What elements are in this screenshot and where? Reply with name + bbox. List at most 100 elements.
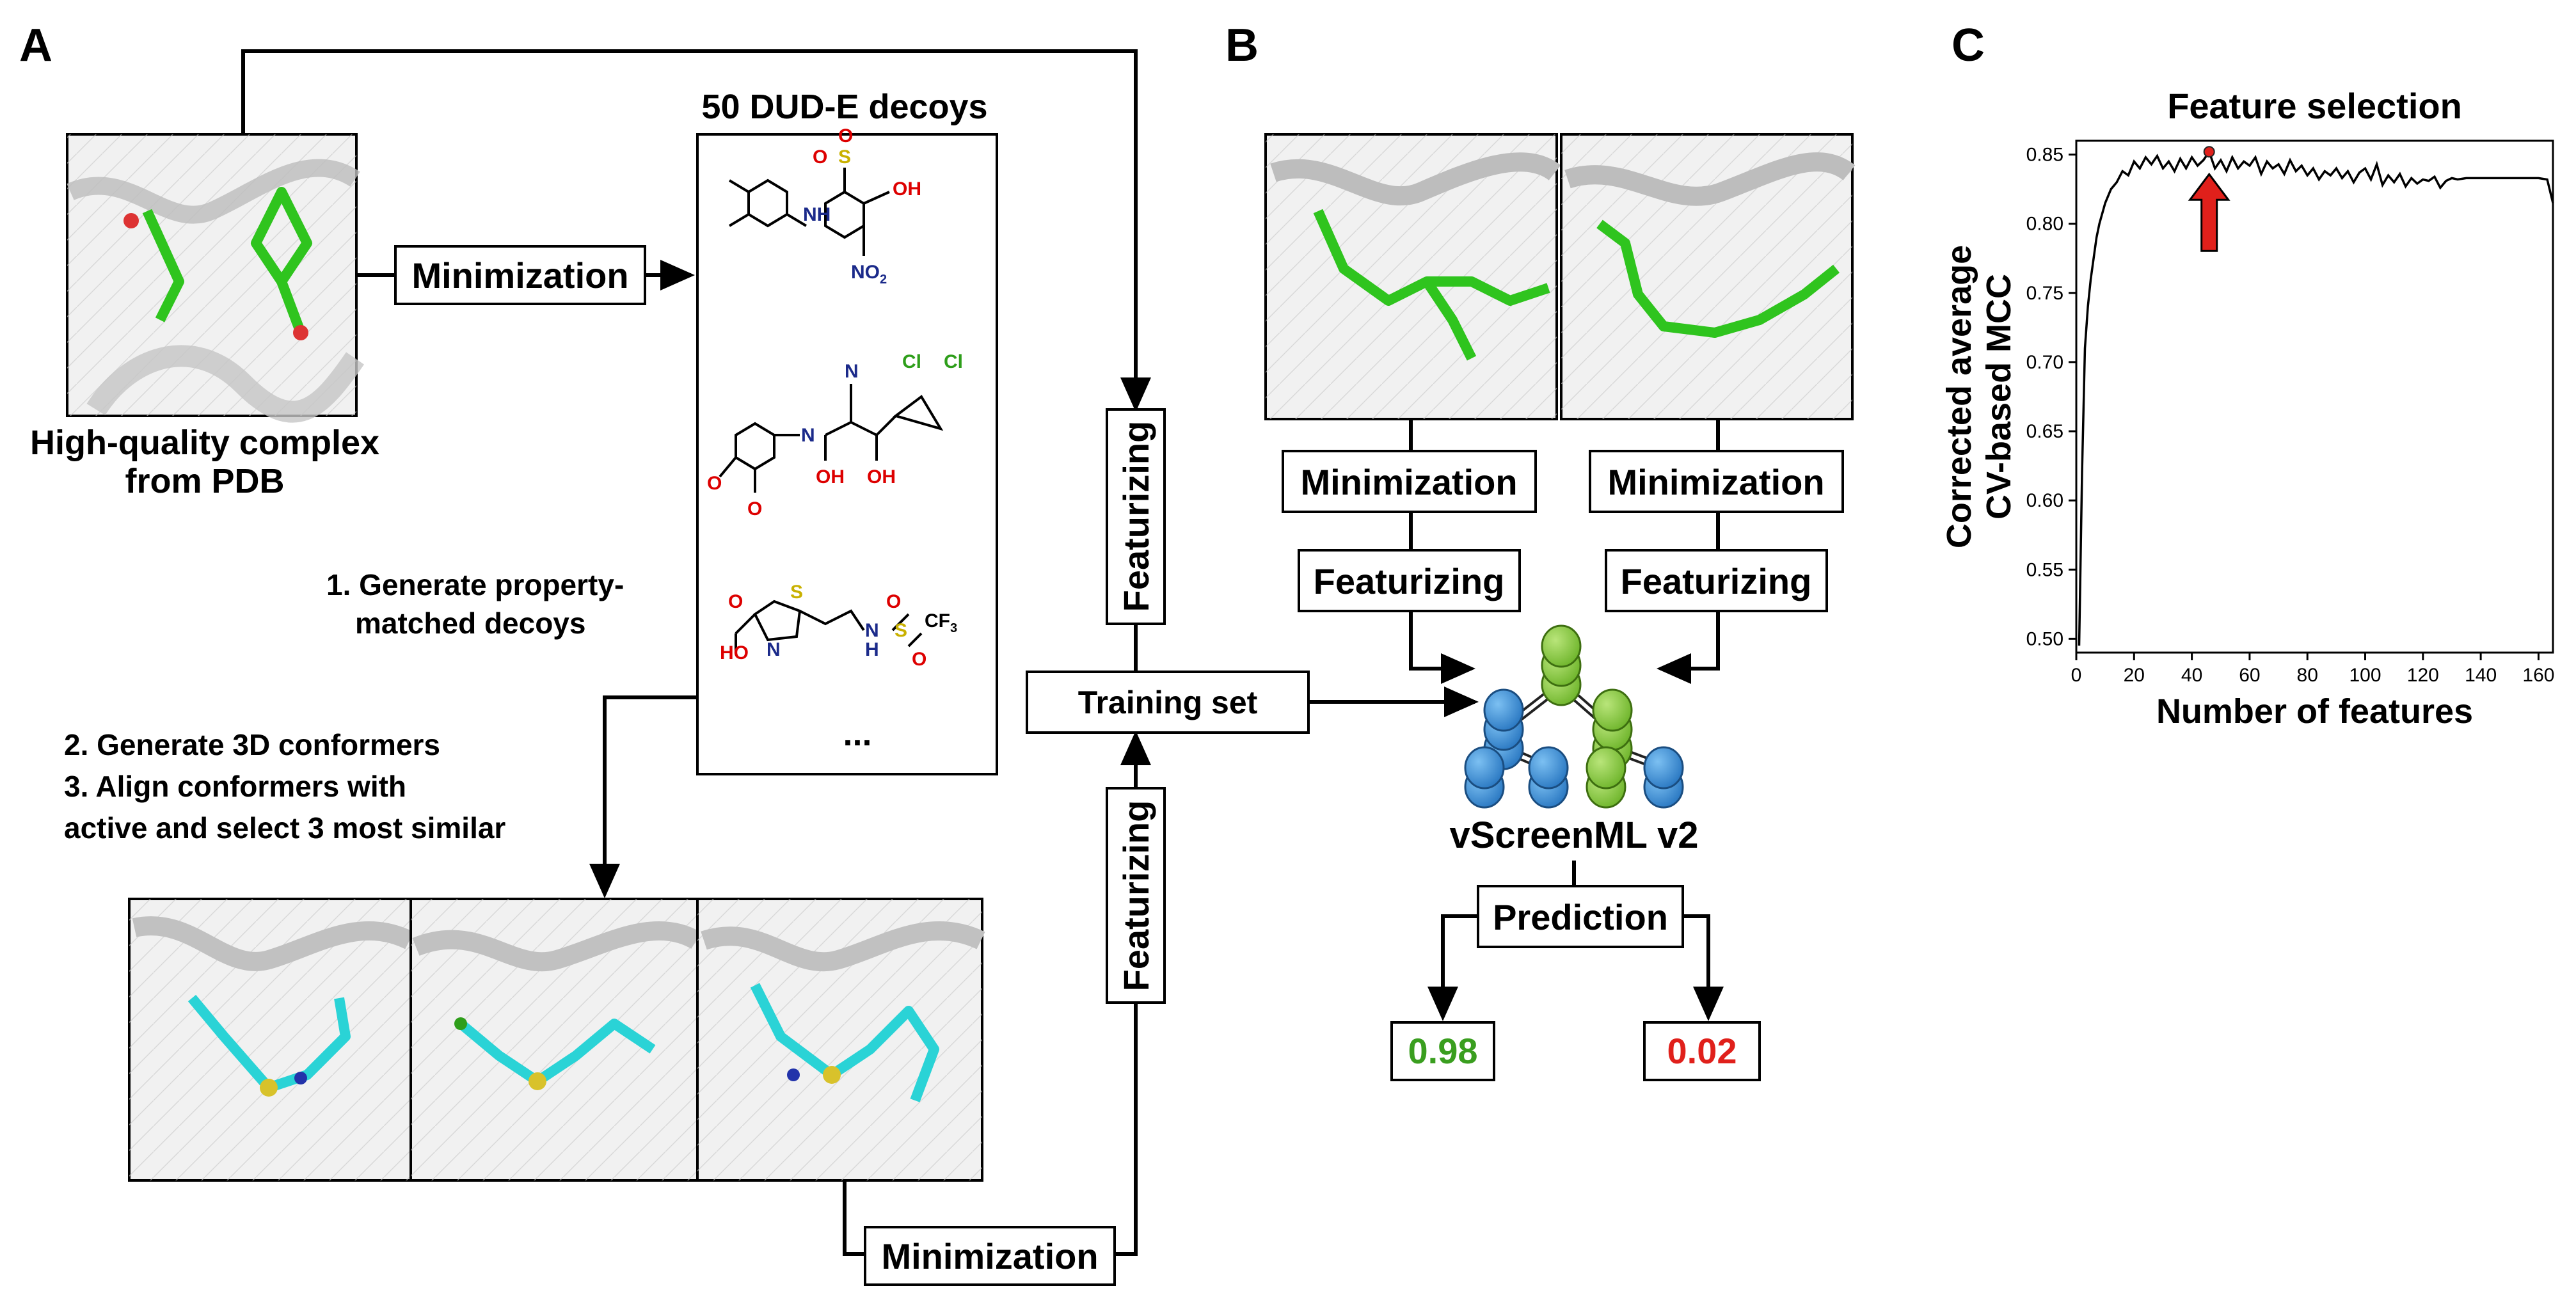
decoy-molecule-1 [728, 168, 890, 256]
atom-oh-1: OH [893, 179, 921, 200]
no2-subscript: 2 [880, 273, 887, 287]
step2-line1: 2. Generate 3D conformers [64, 728, 440, 761]
minimization-label-a: Minimization [411, 255, 628, 296]
featurizing-box-b-right [1605, 549, 1828, 612]
selected-point-marker [2203, 146, 2215, 158]
atom-s-1: S [838, 147, 851, 168]
connector-minimization-to-featurizing [1115, 1003, 1138, 1256]
atom-oh-2: OH [816, 466, 845, 488]
x-axis-label: Number of features [2156, 692, 2473, 731]
panel-label-a: A [19, 20, 52, 71]
model-name: vScreenML v2 [1449, 814, 1698, 856]
featurizing-label-top: Featurizing [1116, 421, 1156, 612]
atom-n-2: N [845, 361, 859, 382]
decoys-box [696, 133, 998, 775]
atom-cl-2: Cl [944, 351, 963, 372]
decoys-title: 50 DUD-E decoys [701, 88, 987, 126]
decoy-molecule-3 [735, 599, 923, 653]
step2-line2: 3. Align conformers with [64, 770, 406, 803]
nn-node [1586, 746, 1626, 790]
connector-complex-to-featurizing [241, 49, 1151, 412]
connector-left-featurizing-to-model [1409, 611, 1475, 684]
featurizing-label-b-right: Featurizing [1621, 561, 1812, 601]
panel-label-c: C [1952, 20, 1985, 71]
step1-line2: matched decoys [355, 607, 585, 640]
active-score-box [1390, 1021, 1495, 1081]
atom-o-4: O [747, 498, 762, 520]
active-pose-image-right [1560, 133, 1856, 420]
atom-no2: NO2 [851, 262, 887, 287]
connector-prediction-to-active [1427, 914, 1478, 1021]
featurizing-label-b-left: Featurizing [1314, 561, 1505, 601]
atom-s-3: S [894, 620, 907, 641]
x-tick-label: 60 [2239, 665, 2260, 686]
prediction-label: Prediction [1493, 897, 1668, 937]
decoy-conformer-image-3 [696, 898, 985, 1182]
atom-o-2: O [838, 125, 853, 147]
connector-conformers-to-minimization [843, 1180, 865, 1256]
decoy-molecule-2 [719, 384, 944, 493]
panel-label-b: B [1225, 20, 1259, 71]
nn-node [1483, 688, 1524, 732]
decoys-ellipsis: ... [843, 715, 871, 753]
atom-o-3: O [707, 473, 722, 494]
y-tick-label: 0.50 [2026, 628, 2063, 649]
nn-node [1464, 746, 1505, 790]
prediction-box [1477, 885, 1684, 948]
x-tick-label: 100 [2349, 665, 2381, 686]
atom-nh: NH [803, 204, 831, 225]
y-tick-label: 0.55 [2026, 559, 2063, 580]
neural-network-icon [1464, 624, 1684, 809]
connector-prediction-to-decoy [1683, 914, 1724, 1021]
connector-right-featurizing-to-model [1657, 611, 1720, 684]
atom-h: H [865, 639, 879, 660]
minimization-label-bottom: Minimization [881, 1236, 1098, 1276]
mcc-series-line [2078, 149, 2554, 646]
atom-n-3: N [767, 639, 781, 660]
atom-ho: HO [720, 642, 749, 663]
y-tick-label: 0.75 [2026, 283, 2063, 304]
minimization-label-b-left: Minimization [1300, 462, 1517, 502]
y-axis-label-line: Corrected average [1940, 245, 1978, 548]
y-tick-label: 0.70 [2026, 352, 2063, 373]
atom-cf3: CF3 [925, 610, 957, 635]
atom-o-1: O [813, 147, 827, 168]
atom-o-6: O [886, 591, 901, 612]
y-tick-label: 0.80 [2026, 214, 2063, 235]
atom-cl-1: Cl [902, 351, 921, 372]
atom-o-5: O [728, 591, 743, 612]
x-tick-label: 160 [2522, 665, 2554, 686]
atom-s-2: S [790, 582, 803, 603]
atom-o-7: O [912, 649, 926, 670]
minimization-box-a [394, 245, 646, 305]
cf3-symbol: CF [925, 610, 950, 631]
featurizing-box-top [1106, 408, 1166, 625]
atom-oh-3: OH [867, 466, 896, 488]
x-tick-label: 80 [2297, 665, 2318, 686]
connector-decoys-to-conformers [589, 695, 697, 898]
featurizing-label-bottom: Featurizing [1116, 800, 1156, 992]
atom-n-4: N [865, 620, 879, 641]
x-tick-label: 20 [2124, 665, 2145, 686]
training-set-box [1026, 671, 1310, 734]
no2-symbol: NO [851, 262, 880, 283]
nn-node [1643, 746, 1684, 790]
decoy-score: 0.02 [1667, 1031, 1737, 1071]
chart-title: Feature selection [2167, 86, 2462, 126]
chart-frame [2075, 139, 2554, 654]
active-score: 0.98 [1408, 1031, 1478, 1071]
x-tick-label: 0 [2071, 665, 2082, 686]
y-tick-label: 0.85 [2026, 145, 2063, 166]
active-pose-image-left [1264, 133, 1561, 420]
nn-node [1541, 624, 1582, 668]
nn-node [1592, 688, 1633, 732]
atom-n-1: N [801, 425, 815, 446]
step1-line1: 1. Generate property- [326, 568, 624, 601]
y-tick-label: 0.65 [2026, 421, 2063, 442]
training-set-label: Training set [1078, 685, 1258, 720]
y-tick-label: 0.60 [2026, 490, 2063, 511]
complex-caption-line1: High-quality complex [30, 424, 379, 462]
highlight-arrow-icon [2188, 172, 2230, 252]
